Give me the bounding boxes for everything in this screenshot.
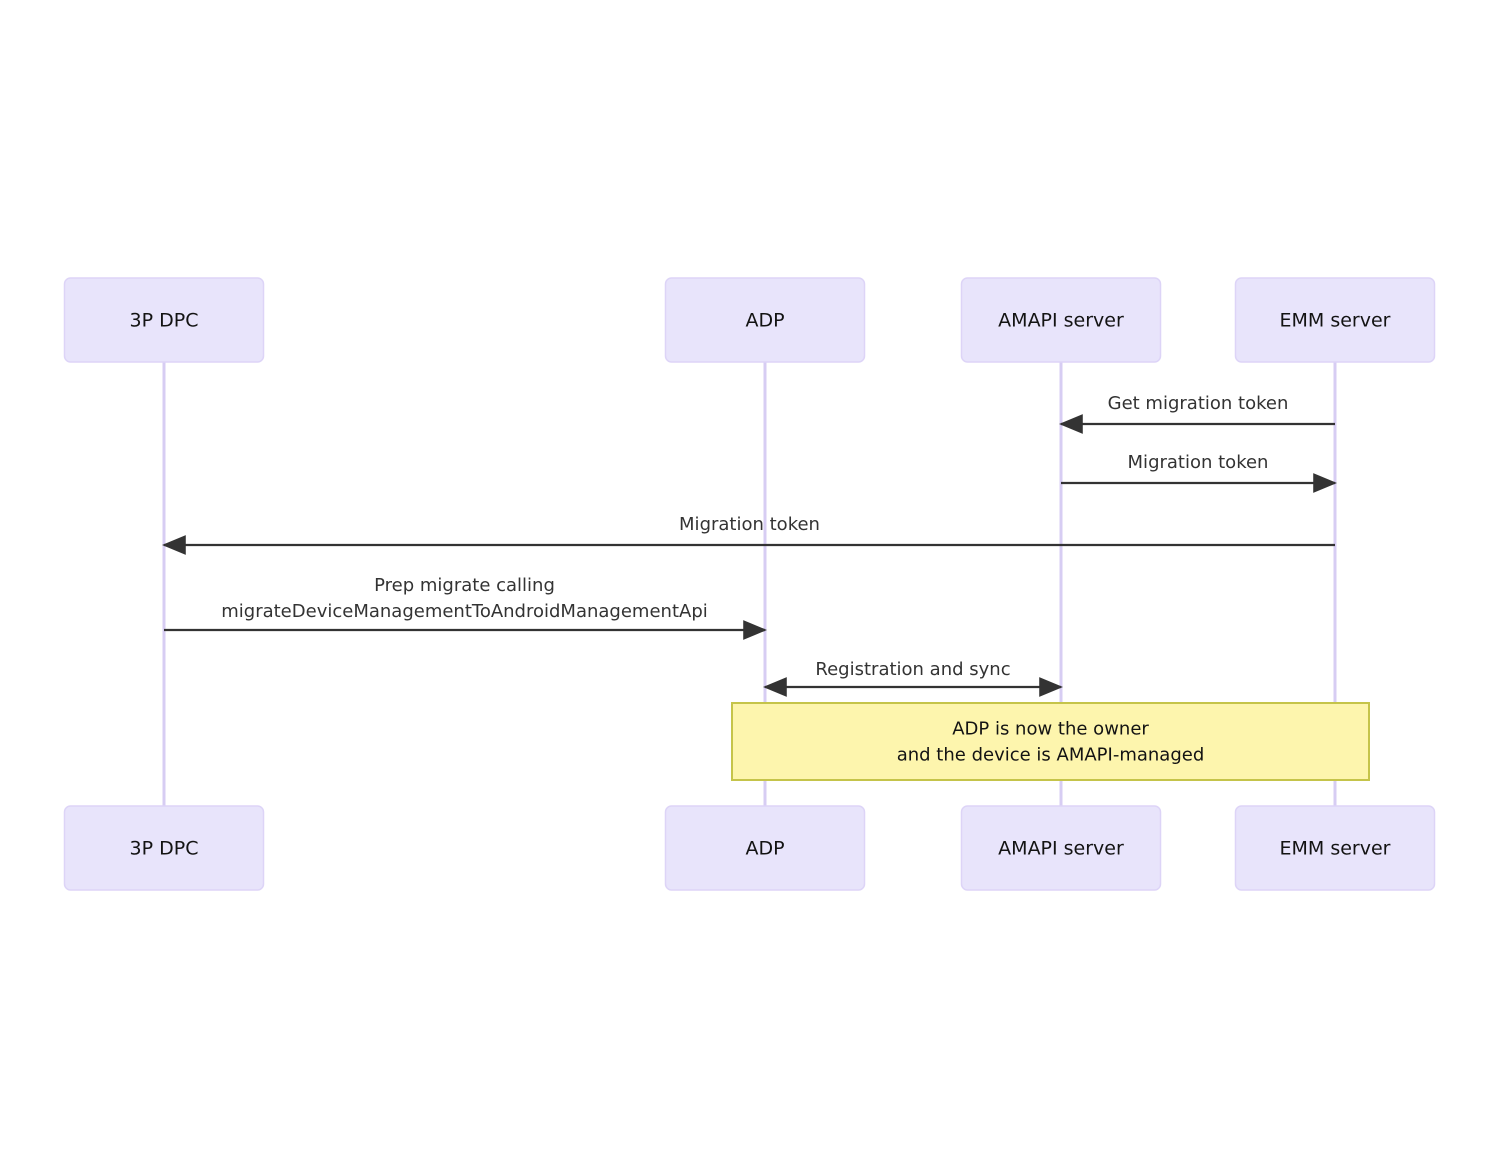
message-label: migrateDeviceManagementToAndroidManageme… (221, 601, 708, 622)
participant-emm-bottom[interactable]: EMM server (1234, 805, 1436, 891)
participant-box[interactable] (1234, 805, 1436, 891)
participant-box[interactable] (960, 805, 1162, 891)
note-label: ADP is now the owner (952, 719, 1149, 740)
participant-box[interactable] (664, 805, 866, 891)
participant-emm-top[interactable]: EMM server (1234, 277, 1436, 363)
participant-label: ADP (745, 310, 784, 332)
note-label: and the device is AMAPI-managed (897, 745, 1205, 766)
message-label: Registration and sync (815, 659, 1010, 680)
participant-box[interactable] (664, 277, 866, 363)
message-m5: Registration and sync (763, 659, 1063, 697)
participant-adp-top[interactable]: ADP (664, 277, 866, 363)
note-n1: ADP is now the owner and the device is AM… (731, 702, 1370, 781)
participant-dpc-top[interactable]: 3P DPC (63, 277, 265, 363)
participant-amapi-top[interactable]: AMAPI server (960, 277, 1162, 363)
message-m1: Get migration token (1059, 393, 1335, 434)
participant-amapi-bottom[interactable]: AMAPI server (960, 805, 1162, 891)
participant-label: EMM server (1280, 310, 1391, 332)
participant-box[interactable] (63, 277, 265, 363)
participants-bottom-group: 3P DPC ADP AMAPI server EMM server (63, 805, 1436, 891)
message-m2: Migration token (1061, 452, 1337, 493)
participant-box[interactable] (63, 805, 265, 891)
participant-label: 3P DPC (130, 310, 199, 332)
message-label: Prep migrate calling (374, 575, 555, 596)
participant-label: AMAPI server (998, 838, 1124, 860)
participant-label: AMAPI server (998, 310, 1124, 332)
participants-top-group: 3P DPC ADP AMAPI server EMM server (63, 277, 1436, 363)
message-label: Migration token (1128, 452, 1269, 473)
participant-adp-bottom[interactable]: ADP (664, 805, 866, 891)
participant-label: 3P DPC (130, 838, 199, 860)
message-label: Migration token (679, 514, 820, 535)
message-m4: Prep migrate calling migrateDeviceManagem… (164, 575, 767, 640)
notes-group: ADP is now the owner and the device is AM… (731, 702, 1370, 781)
participant-box[interactable] (960, 277, 1162, 363)
participant-box[interactable] (1234, 277, 1436, 363)
message-label: Get migration token (1108, 393, 1289, 414)
participant-label: EMM server (1280, 838, 1391, 860)
message-m3: Migration token (162, 514, 1335, 555)
participant-label: ADP (745, 838, 784, 860)
note-box (731, 702, 1370, 781)
participant-dpc-bottom[interactable]: 3P DPC (63, 805, 265, 891)
